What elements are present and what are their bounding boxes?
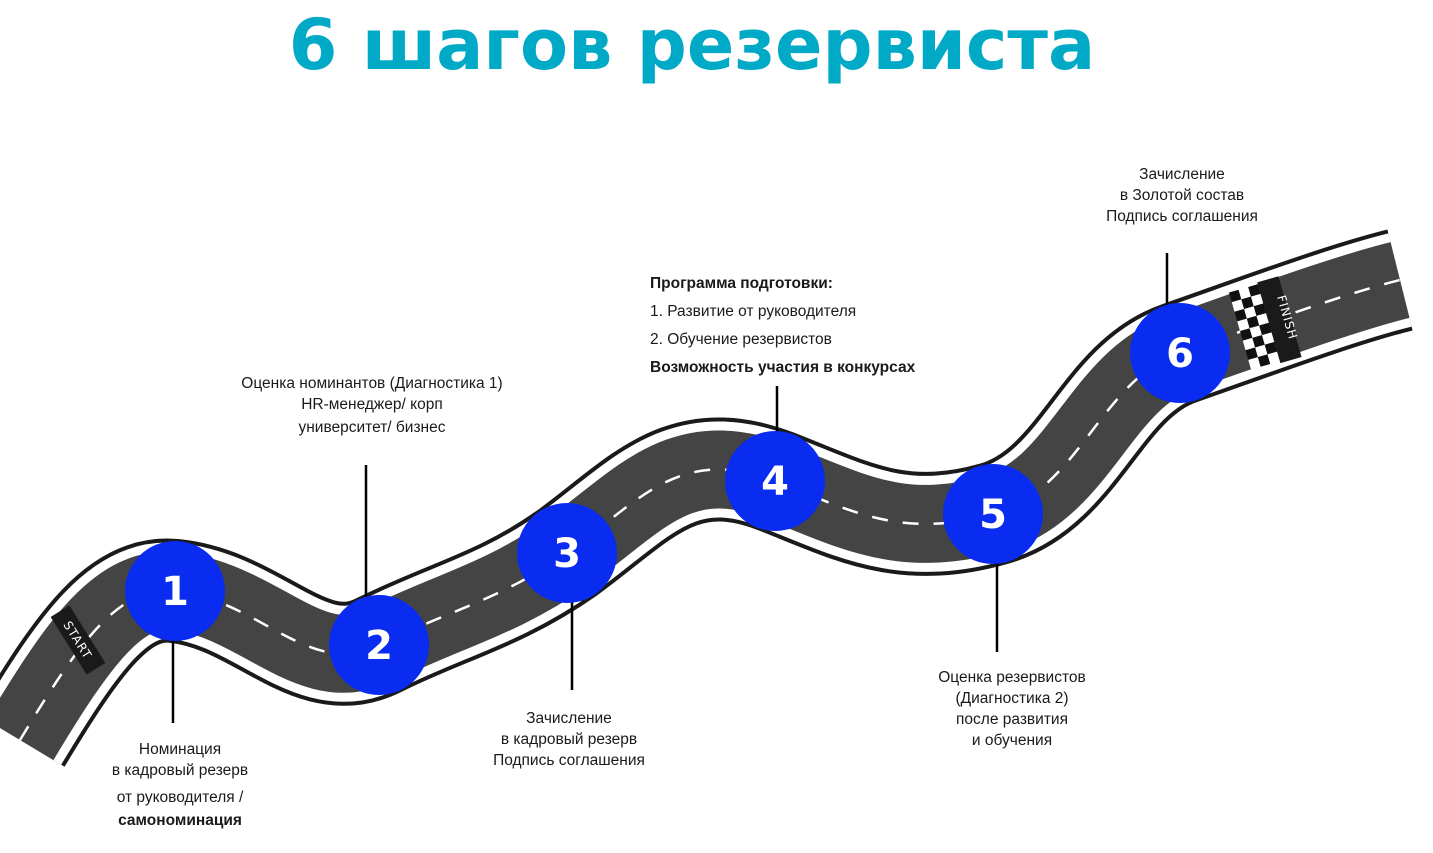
svg-text:6: 6 bbox=[1166, 331, 1194, 377]
step-5-line-1: Оценка резервистов bbox=[938, 669, 1086, 686]
checker-square bbox=[1246, 315, 1260, 329]
checker-square bbox=[1259, 322, 1272, 336]
step-2-line-3: университет/ бизнес bbox=[298, 419, 446, 436]
checker-square bbox=[1241, 296, 1254, 310]
leader-lines bbox=[171, 253, 1169, 723]
checker-square bbox=[1248, 284, 1261, 297]
checker-square bbox=[1249, 325, 1262, 338]
step-4-line-1: Программа подготовки: bbox=[650, 275, 833, 292]
checker-square bbox=[1240, 328, 1253, 341]
step-label-5: Оценка резервистов (Диагностика 2) после… bbox=[938, 667, 1086, 751]
step-label-4: Программа подготовки: 1. Развитие от рук… bbox=[650, 270, 915, 382]
step-3-line-2: в кадровый резерв bbox=[500, 731, 638, 748]
checker-square bbox=[1264, 341, 1278, 355]
step-label-1: Номинация в кадровый резерв от руководит… bbox=[112, 739, 248, 831]
step-marker-5: 5 bbox=[943, 464, 1043, 564]
step-1-line-3: от руководителя / bbox=[116, 789, 244, 806]
checker-square bbox=[1252, 335, 1265, 348]
checker-square bbox=[1234, 309, 1247, 322]
step-2-line-1: Оценка номинантов (Диагностика 1) bbox=[241, 375, 503, 392]
finish-flag: FINISH bbox=[1228, 276, 1302, 370]
step-label-3: Зачисление в кадровый резерв Подпись сог… bbox=[493, 708, 645, 771]
step-2-line-2: HR-менеджер/ корп bbox=[301, 396, 443, 413]
step-1-line-2: в кадровый резерв bbox=[111, 762, 249, 779]
step-5-line-2: (Диагностика 2) bbox=[955, 690, 1069, 707]
step-6-line-3: Подпись соглашения bbox=[1106, 208, 1258, 225]
svg-text:1: 1 bbox=[161, 569, 189, 615]
checker-square bbox=[1228, 289, 1242, 303]
step-label-6: Зачисление в Золотой состав Подпись согл… bbox=[1106, 164, 1258, 227]
svg-text:2: 2 bbox=[365, 623, 393, 669]
checker-square bbox=[1231, 299, 1245, 312]
checker-square bbox=[1242, 337, 1256, 351]
checker-square bbox=[1245, 347, 1258, 360]
svg-text:4: 4 bbox=[761, 459, 789, 505]
checker-square bbox=[1257, 354, 1271, 367]
checker-square bbox=[1237, 318, 1250, 331]
step-1-line-1: Номинация bbox=[138, 741, 222, 758]
checker-square bbox=[1244, 306, 1257, 319]
checker-square bbox=[1248, 357, 1261, 370]
step-marker-2: 2 bbox=[329, 595, 429, 695]
checker-square bbox=[1253, 303, 1267, 316]
step-6-line-2: в Золотой состав bbox=[1119, 187, 1245, 204]
step-4-line-4: Возможность участия в конкурсах bbox=[650, 359, 916, 376]
step-marker-3: 3 bbox=[517, 503, 617, 603]
checker-square bbox=[1256, 313, 1269, 326]
step-marker-1: 1 bbox=[125, 541, 225, 641]
step-6-line-1: Зачисление bbox=[1139, 166, 1225, 183]
checker-square bbox=[1250, 293, 1264, 307]
step-marker-4: 4 bbox=[725, 431, 825, 531]
step-5-line-3: после развития bbox=[956, 711, 1068, 728]
step-marker-6: 6 bbox=[1130, 303, 1230, 403]
svg-text:3: 3 bbox=[553, 531, 581, 577]
checker-square bbox=[1255, 344, 1268, 358]
step-5-line-4: и обучения bbox=[971, 732, 1053, 749]
svg-text:5: 5 bbox=[979, 492, 1007, 538]
checker-square bbox=[1267, 351, 1280, 364]
page-title: 6 шагов резервиста bbox=[288, 4, 1096, 86]
checker-square bbox=[1261, 332, 1275, 345]
checker-square bbox=[1238, 287, 1251, 300]
step-1-line-4: самономинация bbox=[118, 812, 242, 829]
checkered-pattern bbox=[1228, 284, 1280, 370]
step-3-line-1: Зачисление bbox=[526, 710, 612, 727]
step-3-line-3: Подпись соглашения bbox=[493, 752, 645, 769]
step-label-2: Оценка номинантов (Диагностика 1) HR-мен… bbox=[241, 373, 502, 438]
step-4-line-2: 1. Развитие от руководителя bbox=[650, 303, 857, 320]
step-4-line-3: 2. Обучение резервистов bbox=[650, 331, 832, 348]
